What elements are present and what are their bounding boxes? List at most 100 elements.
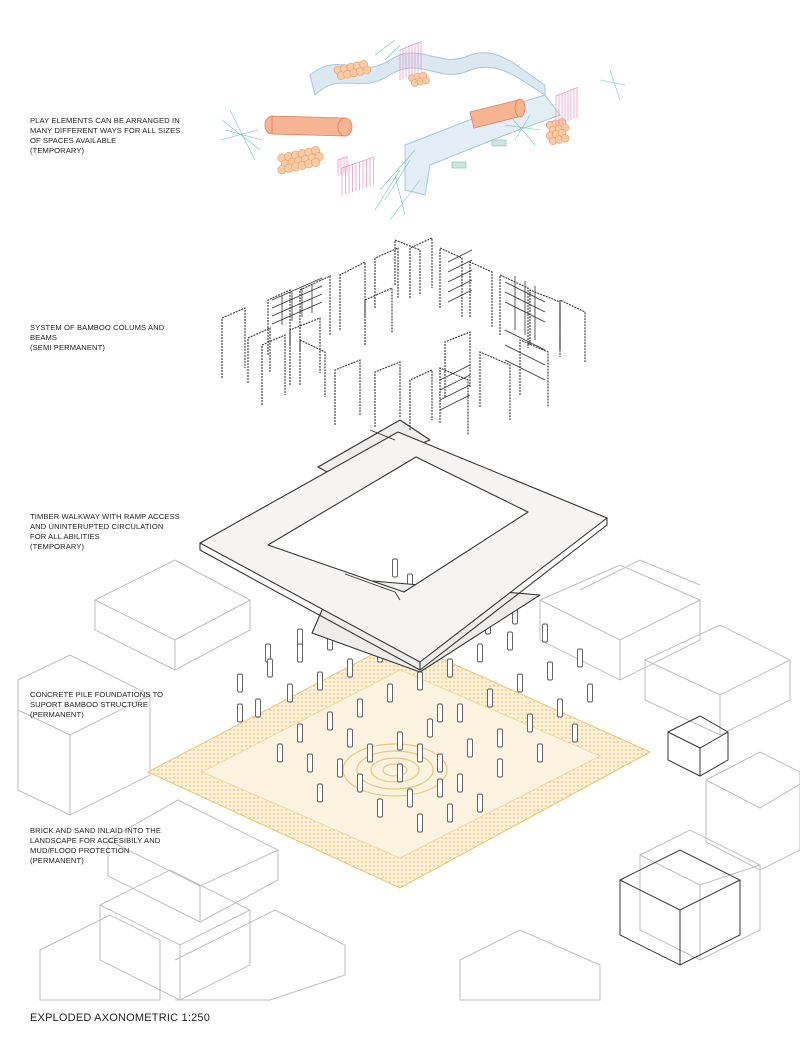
bamboo-frame <box>339 261 366 330</box>
pile <box>517 673 523 693</box>
label-line: SUPORT BAMBOO STRUCTURE <box>30 700 149 709</box>
pile <box>317 671 323 691</box>
pile <box>357 773 363 793</box>
bamboo-structure <box>221 237 586 435</box>
pile <box>547 661 553 681</box>
bamboo-frame <box>409 237 433 298</box>
label-timber-walkway: TIMBER WALKWAY WITH RAMP ACCESS AND UNIN… <box>30 512 205 552</box>
bamboo-frame <box>374 361 401 427</box>
bamboo-frame <box>479 351 511 420</box>
pile <box>447 658 453 678</box>
label-play-elements: PLAY ELEMENTS CAN BE ARRANGED IN MANY DI… <box>30 116 205 156</box>
pile <box>427 718 433 738</box>
context-buildings <box>17 559 800 1001</box>
play-string <box>337 156 348 161</box>
pile <box>367 743 373 763</box>
bamboo-frame <box>409 369 433 430</box>
pile <box>417 671 423 691</box>
pile <box>507 631 513 651</box>
pile <box>577 648 583 668</box>
pile <box>437 778 443 798</box>
pile <box>397 763 403 783</box>
play-ball <box>362 65 372 75</box>
pile <box>392 558 398 578</box>
pile <box>542 623 548 643</box>
label-line: PLAY ELEMENTS CAN BE ARRANGED IN <box>30 116 180 125</box>
pile <box>307 753 313 773</box>
pile <box>255 698 261 718</box>
pile <box>437 703 443 723</box>
label-concrete-piles: CONCRETE PILE FOUNDATIONS TO SUPORT BAMB… <box>30 690 205 720</box>
label-line: SYSTEM OF BAMBOO COLUMS AND <box>30 323 165 332</box>
pile <box>417 813 423 833</box>
pile <box>317 783 323 803</box>
pile <box>557 698 563 718</box>
label-line: TIMBER WALKWAY WITH RAMP ACCESS <box>30 512 180 521</box>
pile <box>267 658 273 678</box>
pile <box>477 793 483 813</box>
pile <box>417 743 423 763</box>
bamboo-frame <box>559 299 586 362</box>
label-line: AND UNINTERUPTED CIRCULATION <box>30 522 164 531</box>
pile <box>497 758 503 778</box>
bamboo-frame <box>499 274 529 348</box>
bamboo-frame <box>289 317 321 385</box>
bamboo-frame <box>267 289 291 355</box>
bamboo-frame <box>394 239 421 295</box>
timber-walkway <box>199 419 608 673</box>
bamboo-frame <box>519 339 549 407</box>
concrete-piles <box>237 558 593 833</box>
pile <box>327 711 333 731</box>
pile <box>447 803 453 823</box>
pile <box>347 728 353 748</box>
label-line: (SEMI PERMANENT) <box>30 343 106 352</box>
pile <box>457 703 463 723</box>
pile <box>587 683 593 703</box>
drawing-title: EXPLODED AXONOMETRIC 1:250 <box>30 1012 211 1024</box>
label-bamboo-system: SYSTEM OF BAMBOO COLUMS AND BEAMS (SEMI … <box>30 323 205 353</box>
label-brick-sand: BRICK AND SAND INLAID INTO THE LANDSCAPE… <box>30 826 205 866</box>
bamboo-frame <box>299 339 326 397</box>
pile <box>237 703 243 723</box>
bamboo-frame <box>364 287 393 345</box>
play-ball <box>422 76 430 85</box>
bamboo-frame <box>334 359 361 425</box>
label-line: BEAMS <box>30 333 58 342</box>
pile <box>467 738 473 758</box>
label-line: BRICK AND SAND INLAID INTO THE <box>30 826 161 835</box>
pile <box>437 753 443 773</box>
pile <box>297 723 303 743</box>
bamboo-frame <box>444 331 471 397</box>
bamboo-frame <box>261 334 286 405</box>
label-line: (PERMANENT) <box>30 856 84 865</box>
pile <box>347 658 353 678</box>
pile <box>357 698 363 718</box>
label-line: (PERMANENT) <box>30 710 84 719</box>
label-line: (TEMPORARY) <box>30 542 85 551</box>
label-line: CONCRETE PILE FOUNDATIONS TO <box>30 690 164 699</box>
pile <box>457 773 463 793</box>
pile <box>237 673 243 693</box>
label-line: OF SPACES AVAILABLE <box>30 136 117 145</box>
play-string <box>399 41 422 51</box>
pile <box>572 723 578 743</box>
label-line: (TEMPORARY) <box>30 146 85 155</box>
play-string <box>555 87 578 97</box>
pile <box>487 688 493 708</box>
label-line: MANY DIFFERENT WAYS FOR ALL SIZES <box>30 126 181 135</box>
play-ball <box>311 157 321 167</box>
bamboo-frame <box>374 247 399 308</box>
pile <box>397 731 403 751</box>
bamboo-frame <box>299 275 331 350</box>
bamboo-frame <box>469 261 493 327</box>
pile <box>297 643 303 663</box>
bamboo-frame <box>439 367 469 435</box>
pile <box>287 683 293 703</box>
pile <box>337 758 343 778</box>
bamboo-frame <box>221 307 246 378</box>
bamboo-frame <box>247 327 271 383</box>
pile <box>477 643 483 663</box>
pile <box>527 713 533 733</box>
pile <box>537 743 543 763</box>
